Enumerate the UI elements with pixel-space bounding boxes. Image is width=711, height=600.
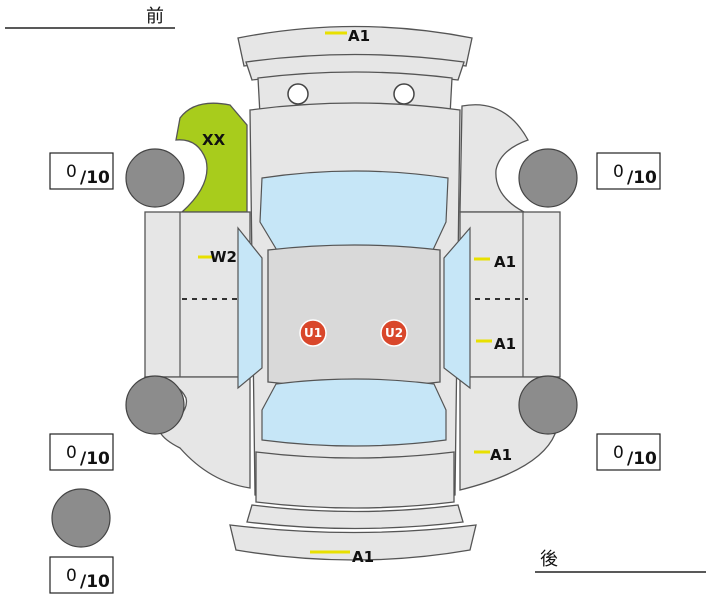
tire-score-rear-right-value: 0 <box>613 443 624 463</box>
tire-score-front-right-value: 0 <box>613 162 624 182</box>
right-front-fender[interactable] <box>459 104 529 213</box>
tire-score-front-left-max: /10 <box>80 168 110 188</box>
windshield[interactable] <box>259 170 449 253</box>
tire-score-rear-left-value: 0 <box>66 443 77 463</box>
front-label-text: 前 <box>146 6 164 27</box>
tire-score-front-right-max: /10 <box>627 168 657 188</box>
right-side-window[interactable] <box>443 226 471 390</box>
left-front-fender-code: XX <box>202 131 226 149</box>
roof-marker-u1-label: U1 <box>304 326 322 340</box>
roof[interactable] <box>267 244 441 388</box>
front-left-tire-icon[interactable] <box>125 148 185 208</box>
left-side-window[interactable] <box>237 226 263 390</box>
left-headlight-icon <box>287 83 309 105</box>
tire-score-rear-left-max: /10 <box>80 449 110 469</box>
rear-bumper-code: A1 <box>352 548 374 566</box>
tire-score-front-right[interactable]: 0 /10 <box>596 152 661 190</box>
right-rear-door-code: A1 <box>494 335 516 353</box>
roof-marker-u1[interactable]: U1 <box>299 319 327 347</box>
tire-score-front-left[interactable]: 0 /10 <box>49 152 114 190</box>
rear-window[interactable] <box>261 378 447 447</box>
tire-score-rear-right[interactable]: 0 /10 <box>596 433 661 471</box>
left-doors[interactable] <box>144 211 251 378</box>
roof-marker-u2[interactable]: U2 <box>380 319 408 347</box>
rear-right-tire-icon[interactable] <box>518 375 578 435</box>
front-label: 前 <box>5 6 175 29</box>
spare-tire-icon[interactable] <box>51 488 111 548</box>
front-right-tire-icon[interactable] <box>518 148 578 208</box>
tire-score-spare-max: /10 <box>80 572 110 592</box>
rear-bumper[interactable] <box>229 504 477 561</box>
right-doors[interactable] <box>459 211 561 378</box>
tire-score-front-left-value: 0 <box>66 162 77 182</box>
left-front-fender[interactable] <box>175 102 248 213</box>
tire-score-rear-right-max: /10 <box>627 449 657 469</box>
rear-label-text: 後 <box>540 549 558 570</box>
right-front-door-code: A1 <box>494 253 516 271</box>
front-bumper-code: A1 <box>348 27 370 45</box>
tire-score-rear-left[interactable]: 0 /10 <box>49 433 114 471</box>
trunk[interactable] <box>255 451 455 509</box>
left-front-door-code: W2 <box>210 248 237 266</box>
right-rear-quarter-code: A1 <box>490 446 512 464</box>
tire-score-spare-value: 0 <box>66 566 77 586</box>
roof-marker-u2-label: U2 <box>385 326 403 340</box>
rear-left-tire-icon[interactable] <box>125 375 185 435</box>
rear-label: 後 <box>535 549 706 573</box>
right-headlight-icon <box>393 83 415 105</box>
tire-score-spare[interactable]: 0 /10 <box>49 556 114 594</box>
